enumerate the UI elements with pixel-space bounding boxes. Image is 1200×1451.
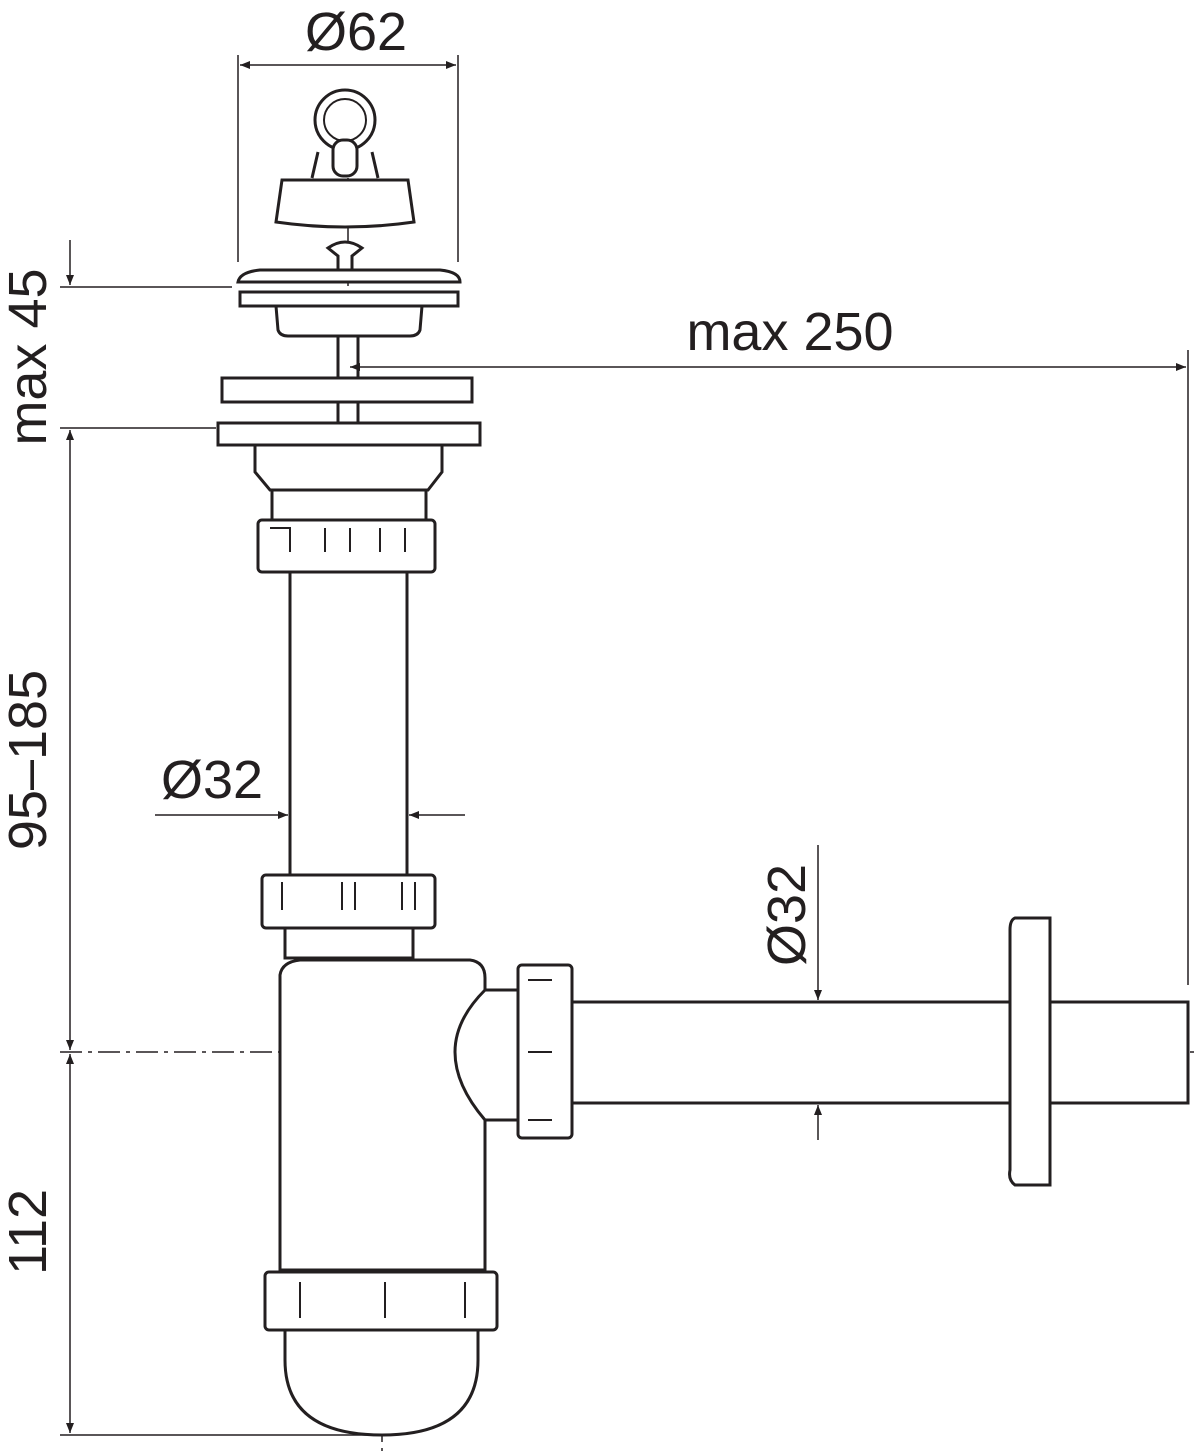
outlet-pipe-diameter-label: Ø32	[757, 864, 817, 966]
adjustable-height-label: 95–185	[0, 670, 58, 850]
strainer-diameter-label: Ø62	[305, 2, 407, 62]
outlet-pipe	[516, 916, 1190, 1187]
bottom-height-label: 112	[0, 1189, 58, 1275]
strainer	[216, 268, 482, 447]
dimension-lines	[60, 55, 1189, 1436]
tailpiece	[253, 443, 444, 960]
plug-stopper	[274, 88, 416, 282]
max-length-label: max 250	[686, 302, 893, 362]
max-height-label: max 45	[0, 268, 58, 445]
vertical-pipe-diameter-label: Ø32	[161, 750, 263, 810]
bottle-body	[263, 958, 522, 1437]
